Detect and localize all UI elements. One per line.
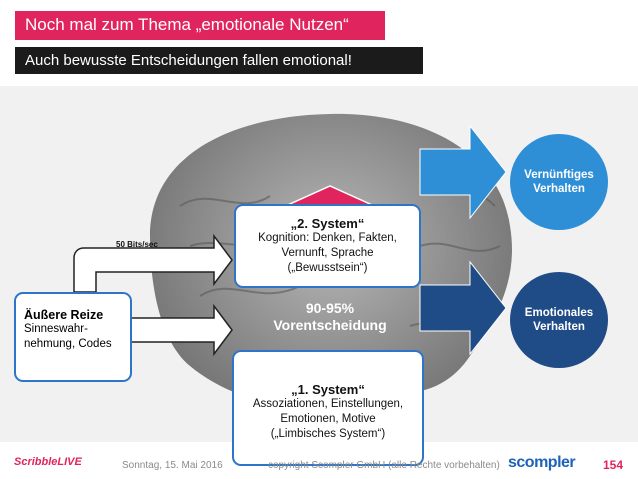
scribblelive-logo: ScribbleLIVE (14, 456, 82, 468)
pre-decision-label: 90-95% Vorentscheidung (250, 300, 410, 334)
emotional-outcome: Emotionales Verhalten (510, 272, 608, 368)
upper-arrow (73, 233, 233, 293)
subtitle-bar: Auch bewusste Entscheidungen fallen emot… (15, 47, 423, 74)
pre-decision-text: Vorentscheidung (273, 317, 387, 333)
emotional-line: Verhalten (533, 321, 585, 333)
system1-box: „1. System“ Assoziationen, Einstellungen… (232, 350, 424, 466)
stimulus-heading: Äußere Reize (24, 308, 104, 322)
rate-label: 50 Bits/sec (116, 240, 158, 249)
system2-line: („Bewusstsein“) (287, 262, 368, 274)
diagram-stage: 50 Bits/sec Äußere Reize Sinneswahr- neh… (0, 86, 638, 466)
emotional-arrow (419, 260, 507, 356)
system1-line: Assoziationen, Einstellungen, (252, 398, 404, 410)
system2-heading: „2. System“ (290, 216, 365, 231)
stimulus-box: Äußere Reize Sinneswahr- nehmung, Codes (14, 292, 132, 382)
emotional-line: Emotionales (524, 307, 594, 319)
footer-copyright: copyright Scompler GmbH (alle Rechte vor… (268, 460, 500, 471)
pre-decision-percent: 90-95% (305, 300, 355, 316)
system1-line: Emotionen, Motive (280, 413, 376, 425)
rational-outcome: Vernünftiges Verhalten (510, 134, 608, 230)
scompler-logo: scompler (508, 454, 576, 471)
title-bar: Noch mal zum Thema „emotionale Nutzen“ (15, 11, 385, 40)
system2-line: Kognition: Denken, Fakten, (258, 232, 397, 244)
stimulus-line: Sinneswahr- (24, 323, 88, 335)
page-title: Noch mal zum Thema „emotionale Nutzen“ (25, 15, 349, 34)
system1-heading: „1. System“ (291, 382, 365, 397)
page-number: 154 (603, 458, 624, 472)
system2-box: „2. System“ Kognition: Denken, Fakten, V… (234, 204, 421, 288)
rational-arrow (419, 124, 507, 220)
rational-line: Verhalten (533, 183, 585, 195)
footer-date: Sonntag, 15. Mai 2016 (122, 460, 223, 471)
page-subtitle: Auch bewusste Entscheidungen fallen emot… (25, 52, 352, 69)
stimulus-line: nehmung, Codes (24, 338, 112, 350)
system2-line: Vernunft, Sprache (281, 247, 374, 259)
system1-line: („Limbisches System“) (270, 428, 386, 440)
rational-line: Vernünftiges (524, 169, 594, 181)
footer: ScribbleLIVE Sonntag, 15. Mai 2016 copyr… (0, 442, 638, 479)
